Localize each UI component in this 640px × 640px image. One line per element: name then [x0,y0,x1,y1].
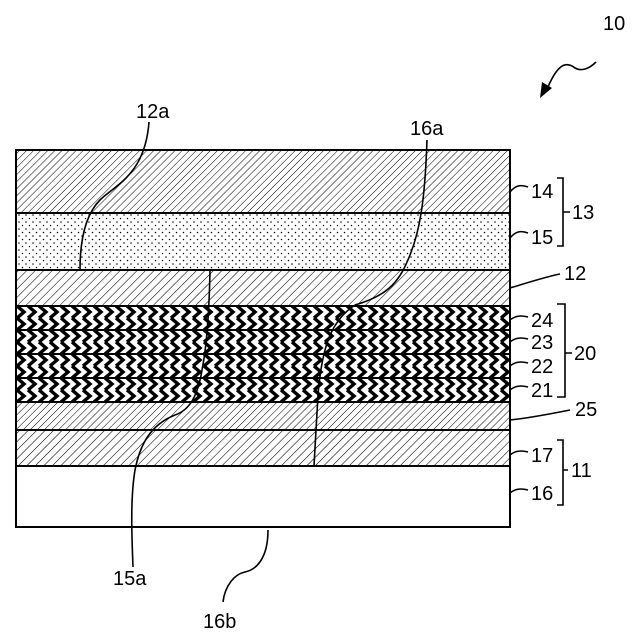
layer-17 [16,430,510,466]
leader-16b [223,530,268,602]
label-25: 25 [575,399,597,421]
brace-13 [557,178,570,246]
label-17: 17 [531,445,553,467]
layer-16 [16,466,510,527]
layer-23 [16,330,510,354]
brace-11 [557,440,568,505]
label-12: 12 [564,263,586,285]
label-21: 21 [531,380,553,402]
label-24: 24 [531,310,553,332]
label-15a: 15a [113,568,147,590]
label-22: 22 [531,356,553,378]
label-12a: 12a [136,101,170,123]
label-device: 10 [603,13,625,35]
label-16a: 16a [410,118,444,140]
label-16b: 16b [203,611,236,633]
layer-14 [16,150,510,213]
label-11: 11 [571,460,592,482]
label-23: 23 [531,332,553,354]
layer-15 [16,213,510,270]
layer-22 [16,354,510,378]
brace-20 [557,304,572,397]
label-14: 14 [531,181,553,203]
leader-10-arrowhead [540,82,552,98]
layer-24 [16,306,510,330]
label-16: 16 [531,483,553,505]
leader-10-arrow [546,62,596,92]
layer-12 [16,270,510,306]
label-15: 15 [531,227,553,249]
layer-25 [16,402,510,430]
label-20: 20 [574,343,596,365]
label-13: 13 [572,202,594,224]
layer-21 [16,378,510,402]
